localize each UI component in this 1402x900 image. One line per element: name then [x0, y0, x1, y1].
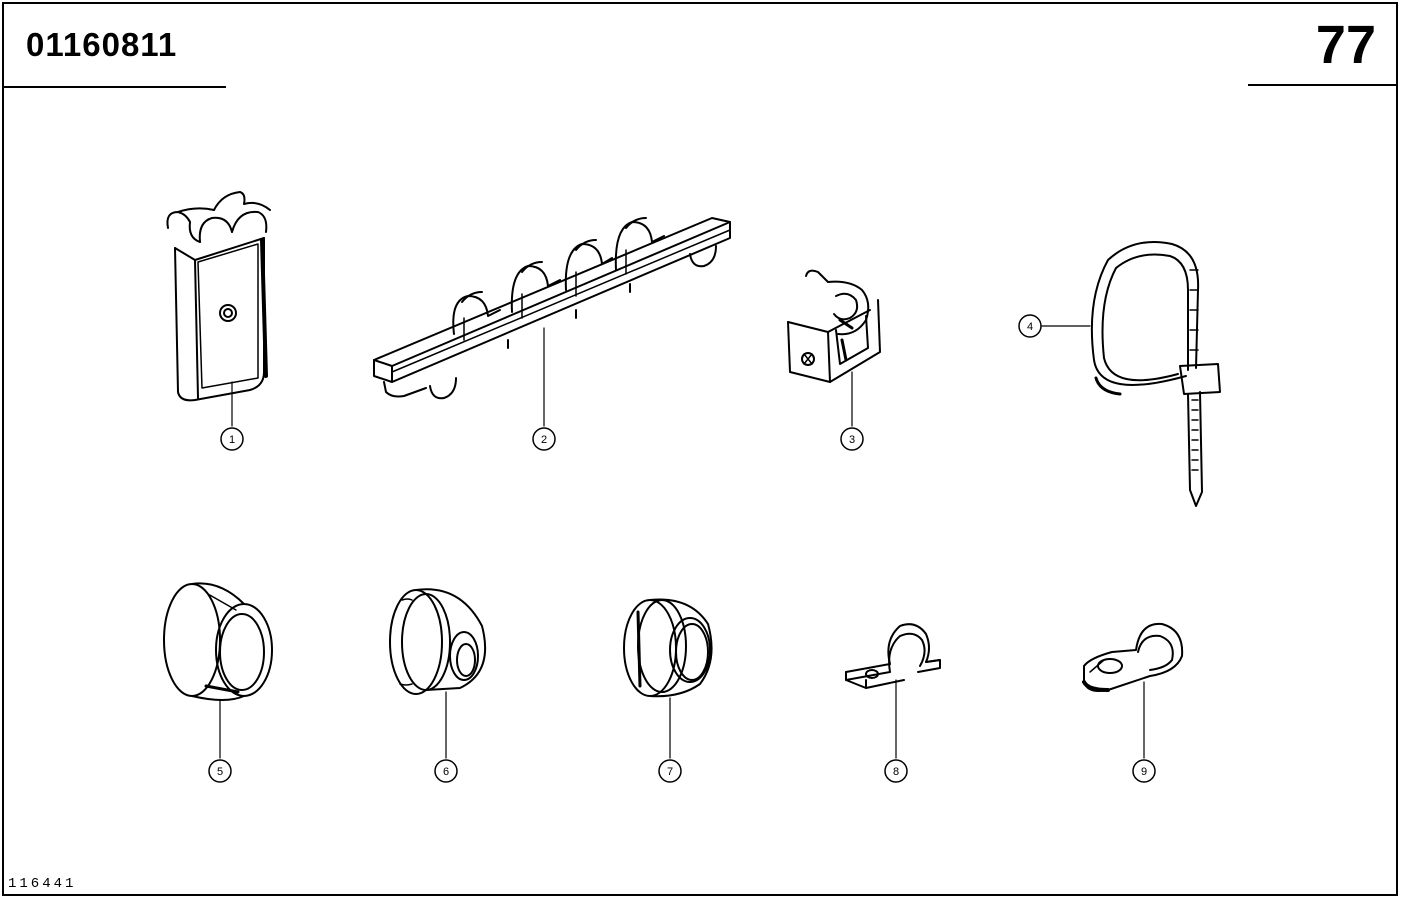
svg-text:3: 3 — [849, 434, 855, 446]
callout-1: 1 — [220, 427, 244, 451]
part-7-open-grommet-drawing — [623, 598, 713, 698]
part-6-closed-grommet-drawing — [389, 588, 487, 695]
callout-3: 3 — [840, 427, 864, 451]
callout-8: 8 — [884, 759, 908, 783]
callout-7: 7 — [658, 759, 682, 783]
svg-text:8: 8 — [893, 766, 899, 778]
part-1-double-clip-drawing — [166, 191, 271, 402]
svg-text:9: 9 — [1141, 766, 1147, 778]
callout-9: 9 — [1132, 759, 1156, 783]
svg-text:1: 1 — [229, 434, 235, 446]
header-rule-right — [1248, 84, 1398, 86]
callout-5: 5 — [208, 759, 232, 783]
part-3-screw-clip-drawing — [787, 269, 881, 383]
document-number: 01160811 — [26, 26, 178, 63]
callout-6: 6 — [434, 759, 458, 783]
leader-lines — [219, 325, 1145, 759]
callout-4: 4 — [1018, 314, 1042, 338]
svg-text:5: 5 — [217, 766, 223, 778]
part-5-plain-grommet-drawing — [163, 582, 273, 701]
svg-text:4: 4 — [1027, 321, 1033, 333]
part-8-strap-clamp-drawing — [845, 623, 941, 689]
callout-2: 2 — [532, 427, 556, 451]
svg-text:6: 6 — [443, 766, 449, 778]
svg-text:2: 2 — [541, 434, 547, 446]
page-number: 77 — [1315, 15, 1376, 75]
svg-text:7: 7 — [667, 766, 673, 778]
header-rule-left — [2, 86, 226, 88]
part-9-cushion-clamp-drawing — [1082, 622, 1184, 692]
part-4-cable-tie-drawing — [1090, 241, 1221, 507]
drawing-id: 116441 — [8, 876, 77, 892]
part-2-pipe-holder-bar-drawing — [373, 217, 731, 400]
